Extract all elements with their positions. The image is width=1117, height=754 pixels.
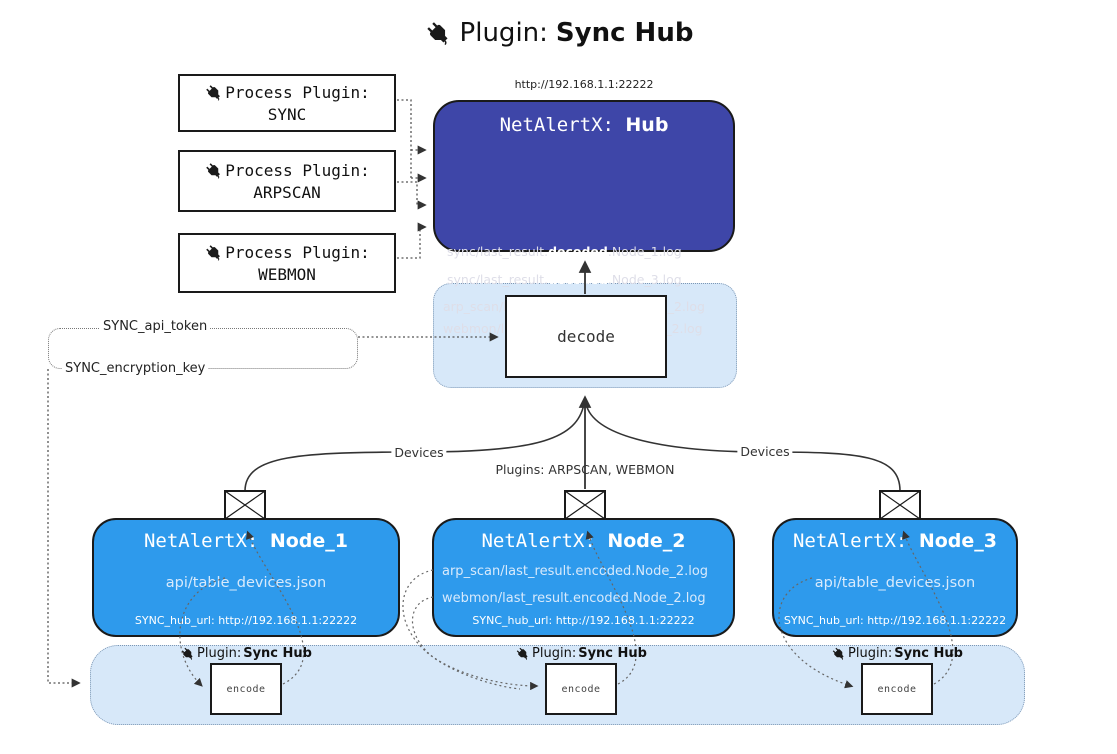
encode-box-3: encode [861,663,933,715]
plug-icon [515,646,530,661]
plug-icon [204,83,223,102]
node-2-file: webmon/last_result.encoded.Node_2.log [442,591,706,606]
process-plugin-arpscan-box: Process Plugin: ARPSCAN [178,150,396,212]
edge-label-devices-right: Devices [737,444,793,459]
node-3-box: NetAlertX: Node_3 api/table_devices.json… [772,518,1018,637]
page-title-prefix: Plugin: [459,18,548,48]
node-2-title: NetAlertX: Node_2 [481,530,686,552]
hub-url-label: http://192.168.1.1:22222 [514,78,654,91]
hub-node: NetAlertX: Hub sync/last_result.decoded.… [433,100,735,336]
decode-box: decode [505,295,667,378]
sync-encryption-key-label: SYNC_encryption_key [62,361,209,376]
node-3-title: NetAlertX: Node_3 [792,530,997,552]
node-1-box: NetAlertX: Node_1 api/table_devices.json… [92,518,400,637]
edge-label-plugins: Plugins: ARPSCAN, WEBMON [495,462,675,477]
plug-icon [204,243,223,262]
process-plugin-label: Process Plugin: [225,82,370,102]
encode-box-2: encode [545,663,617,715]
envelope-icon [224,490,266,520]
envelope-icon [564,490,606,520]
page-title: Plugin: Sync Hub [424,18,694,48]
encode-plugin-label-1: Plugin: Sync Hub [180,646,312,661]
encode-box-1: encode [210,663,282,715]
node-2-hub-url: SYNC_hub_url: http://192.168.1.1:22222 [472,614,695,627]
plug-icon [180,646,195,661]
process-plugin-name: SYNC [267,104,307,124]
process-plugin-sync-box: Process Plugin: SYNC [178,74,396,132]
encode-plugin-label-2: Plugin: Sync Hub [515,646,647,661]
process-plugin-name: WEBMON [258,264,316,284]
plug-icon [424,19,452,47]
sync-api-token-label: SYNC_api_token [100,319,211,334]
process-plugin-label: Process Plugin: [225,242,370,262]
hub-title: NetAlertX: Hub [435,114,733,136]
process-plugin-webmon-box: Process Plugin: WEBMON [178,233,396,293]
node-1-hub-url: SYNC_hub_url: http://192.168.1.1:22222 [134,614,358,627]
node-2-box: NetAlertX: Node_2 arp_scan/last_result.e… [432,518,735,637]
hub-log-line: sync/last_result.decoded.Node_3.log [447,272,682,287]
hub-title-prefix: NetAlertX: [499,114,626,136]
node-1-title: NetAlertX: Node_1 [143,530,348,552]
node-3-file: api/table_devices.json [814,575,976,591]
plug-icon [831,646,846,661]
process-plugin-label: Process Plugin: [225,160,370,180]
edge-label-devices-left: Devices [391,445,447,460]
encode-plugin-label-3: Plugin: Sync Hub [831,646,963,661]
envelope-icon [879,490,921,520]
process-plugin-name: ARPSCAN [253,182,321,202]
plug-icon [204,161,223,180]
hub-title-name: Hub [625,114,669,136]
node-1-file: api/table_devices.json [165,575,327,591]
node-2-file: arp_scan/last_result.encoded.Node_2.log [442,564,709,579]
node-3-hub-url: SYNC_hub_url: http://192.168.1.1:22222 [783,614,1007,627]
hub-log-line: sync/last_result.decoded.Node_1.log [447,244,682,259]
page-title-name: Sync Hub [555,18,694,48]
